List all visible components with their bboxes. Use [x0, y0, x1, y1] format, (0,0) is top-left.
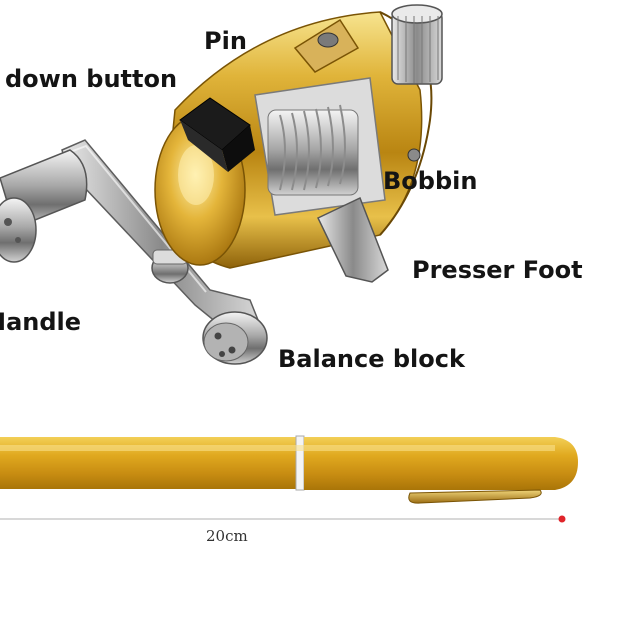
label-bobbin: Bobbin — [383, 167, 478, 195]
label-presser-foot: Presser Foot — [412, 256, 583, 284]
label-pin: Pin — [204, 27, 247, 55]
label-down-button: down button — [5, 65, 178, 93]
pin-icon — [293, 4, 443, 85]
body-screw-icon — [407, 148, 421, 162]
dimension-line — [0, 515, 566, 523]
pen-rod — [0, 435, 578, 504]
dimension-end-marker — [558, 515, 566, 523]
label-handle: Handle — [0, 308, 82, 336]
label-balance-block: Balance block — [278, 345, 465, 373]
bobbin-icon — [254, 77, 386, 216]
presser-foot-icon — [316, 196, 389, 283]
measurement-label: 20cm — [206, 527, 248, 545]
balance-block-icon — [202, 311, 268, 365]
handle-knob-icon — [0, 149, 88, 263]
down-button-icon — [179, 97, 255, 172]
arm-nut-icon — [151, 249, 189, 284]
